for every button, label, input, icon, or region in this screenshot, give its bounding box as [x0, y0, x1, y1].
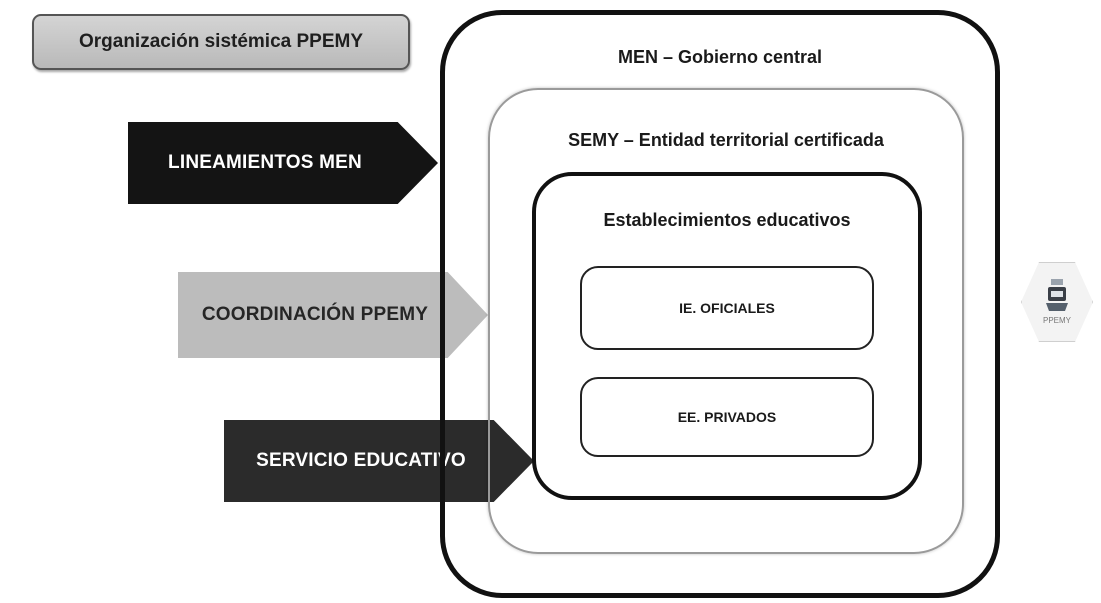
logo-text: PPEMY [1043, 316, 1072, 325]
arrow-label: COORDINACIÓN PPEMY [201, 304, 429, 325]
men-label: MEN – Gobierno central [617, 47, 823, 67]
semy-container [488, 88, 964, 554]
arrow-label: LINEAMIENTOS MEN [168, 152, 362, 173]
semy-label: SEMY – Entidad territorial certificada [568, 130, 884, 150]
establecimientos-container [532, 172, 922, 500]
arrow-lineamientos-men: LINEAMIENTOS MEN [128, 122, 438, 204]
logo-graphic: PPEMY [1043, 279, 1072, 325]
ee-privados-box: EE. PRIVADOS [580, 377, 874, 457]
school-logo-icon: PPEMY [1021, 262, 1093, 342]
arrow-coordinacion-ppemy: COORDINACIÓN PPEMY [178, 272, 488, 358]
men-container [440, 10, 1000, 598]
establecimientos-label: Establecimientos educativos [603, 210, 851, 230]
arrow-servicio-educativo: SERVICIO EDUCATIVO [224, 420, 534, 502]
arrow-label: SERVICIO EDUCATIVO [256, 450, 466, 471]
ie-oficiales-box: IE. OFICIALES [580, 266, 874, 350]
diagram-title: Organización sistémica PPEMY [32, 14, 410, 70]
